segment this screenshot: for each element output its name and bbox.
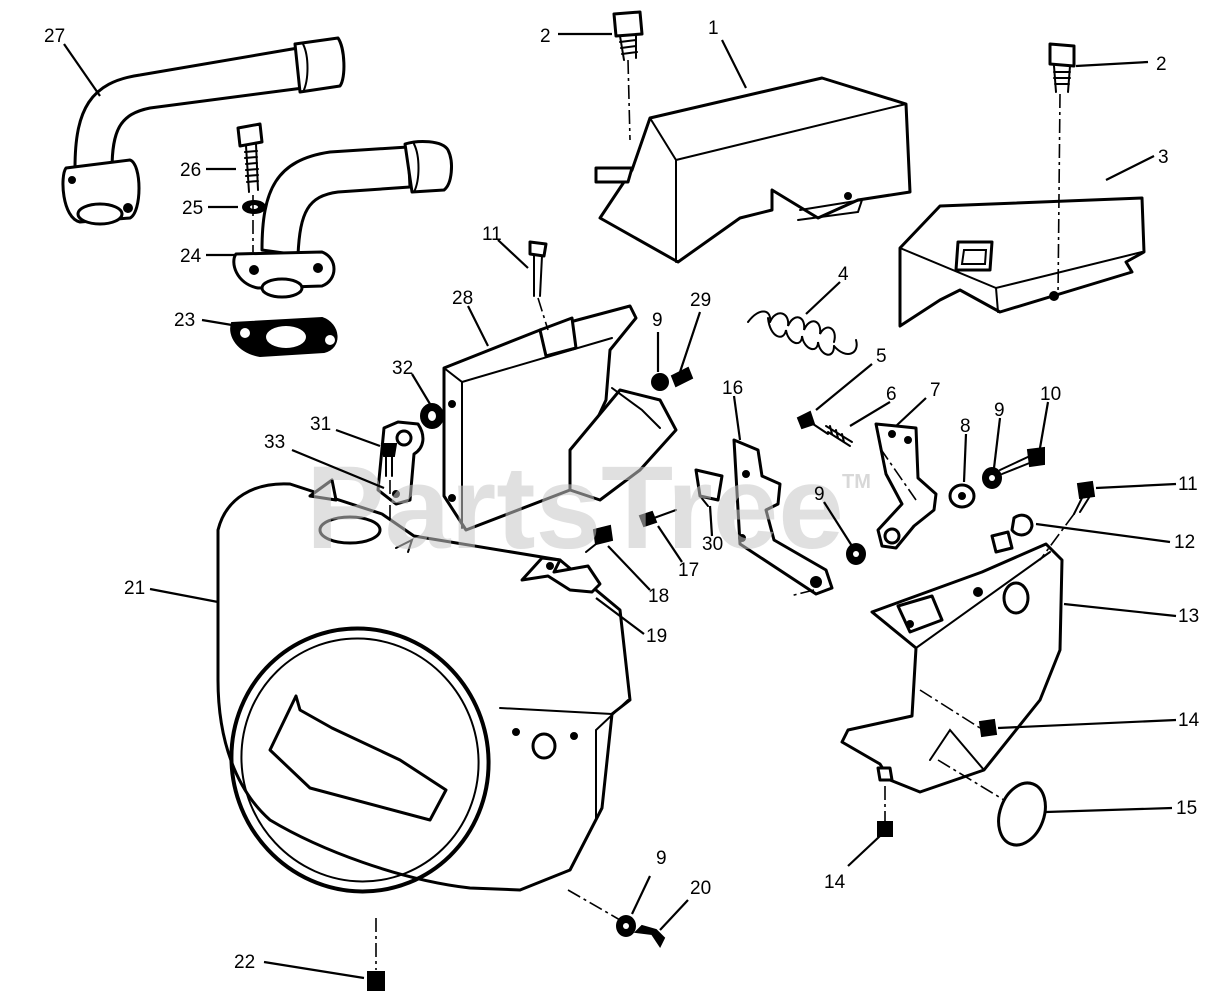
callout-20: 20	[690, 878, 711, 899]
part-9-29-washer-screw	[651, 366, 694, 391]
callout-6: 6	[886, 384, 897, 405]
watermark-tm: TM	[842, 471, 871, 493]
part-9-washer-b	[846, 543, 866, 565]
part-22-screw	[367, 918, 385, 991]
callout-15: 15	[1176, 798, 1197, 819]
callout-24: 24	[180, 246, 202, 267]
part-7-governor-lever	[874, 422, 938, 550]
callout-9b: 9	[994, 400, 1005, 421]
part-9-washer	[982, 467, 1002, 489]
part-6-spring	[825, 425, 853, 447]
callout-14: 14	[1178, 710, 1200, 731]
part-23-gasket	[230, 316, 338, 358]
callout-22: 22	[234, 952, 255, 973]
callout-2: 2	[540, 26, 551, 47]
callout-10: 10	[1040, 384, 1061, 405]
callout-3: 3	[1158, 147, 1169, 168]
callout-29: 29	[690, 290, 711, 311]
callout-4: 4	[838, 264, 849, 285]
part-10-bolt	[999, 446, 1045, 475]
part-32-grommet	[420, 403, 444, 429]
part-2-bolt-b	[1048, 42, 1076, 297]
part-15-plug	[937, 759, 1047, 847]
callout-30: 30	[702, 534, 723, 555]
callout-9c: 9	[814, 484, 825, 505]
part-18-screw	[585, 524, 614, 553]
part-19-clip	[520, 556, 602, 594]
part-30-bracket	[694, 468, 724, 507]
callout-5: 5	[876, 346, 887, 367]
callout-14b: 14	[824, 872, 846, 893]
callout-23: 23	[174, 310, 195, 331]
callout-19: 19	[646, 626, 667, 647]
part-13-air-guide	[840, 513, 1064, 794]
callout-25: 25	[182, 198, 203, 219]
part-5-screw	[796, 410, 829, 435]
part-9-20-washer-screw	[567, 889, 666, 948]
part-14-screw	[919, 689, 998, 738]
callout-18: 18	[648, 586, 669, 607]
part-25-washer	[242, 195, 266, 252]
callout-11: 11	[482, 224, 502, 245]
callout-12: 12	[1174, 532, 1195, 553]
callout-32: 32	[392, 358, 413, 379]
part-8-bushing	[948, 483, 976, 509]
callout-13: 13	[1178, 606, 1199, 627]
part-21-blower-housing	[216, 478, 632, 894]
callout-9: 9	[652, 310, 663, 331]
callout-8: 8	[960, 416, 971, 437]
callout-26: 26	[180, 160, 201, 181]
callout-21: 21	[124, 578, 145, 599]
part-11-bolt-b	[1039, 480, 1096, 561]
part-11-bolt	[528, 240, 549, 331]
callout-17: 17	[678, 560, 699, 581]
part-26-bolt	[236, 122, 264, 193]
callout-27: 27	[44, 26, 65, 47]
part-14-screw-b	[877, 786, 893, 837]
part-1-top-shroud	[594, 76, 912, 264]
callout-33: 33	[264, 432, 285, 453]
callout-9d: 9	[656, 848, 667, 869]
callout-28: 28	[452, 288, 473, 309]
watermark-brand: PartsTree	[306, 442, 844, 574]
part-4-spring	[747, 310, 858, 356]
callout-labels: 27 2 1 2 3 26 25 24 11 4 28 9 29 23 5 32…	[44, 18, 1200, 973]
callout-1: 1	[708, 18, 719, 39]
part-28-baffle	[442, 304, 678, 532]
callout-7: 7	[930, 380, 941, 401]
part-16-governor-bracket	[732, 438, 834, 597]
callout-2b: 2	[1156, 54, 1167, 75]
callout-11b: 11	[1178, 474, 1198, 495]
leader-lines	[63, 32, 1177, 980]
part-27-exhaust-elbow	[61, 36, 346, 226]
callout-16: 16	[722, 378, 743, 399]
part-24-exhaust-elbow	[232, 140, 453, 299]
part-3-cover	[898, 196, 1146, 328]
part-2-bolt	[612, 10, 644, 141]
watermark: PartsTree TM	[306, 442, 871, 574]
callout-31: 31	[310, 414, 331, 435]
part-17-screw	[638, 509, 677, 528]
